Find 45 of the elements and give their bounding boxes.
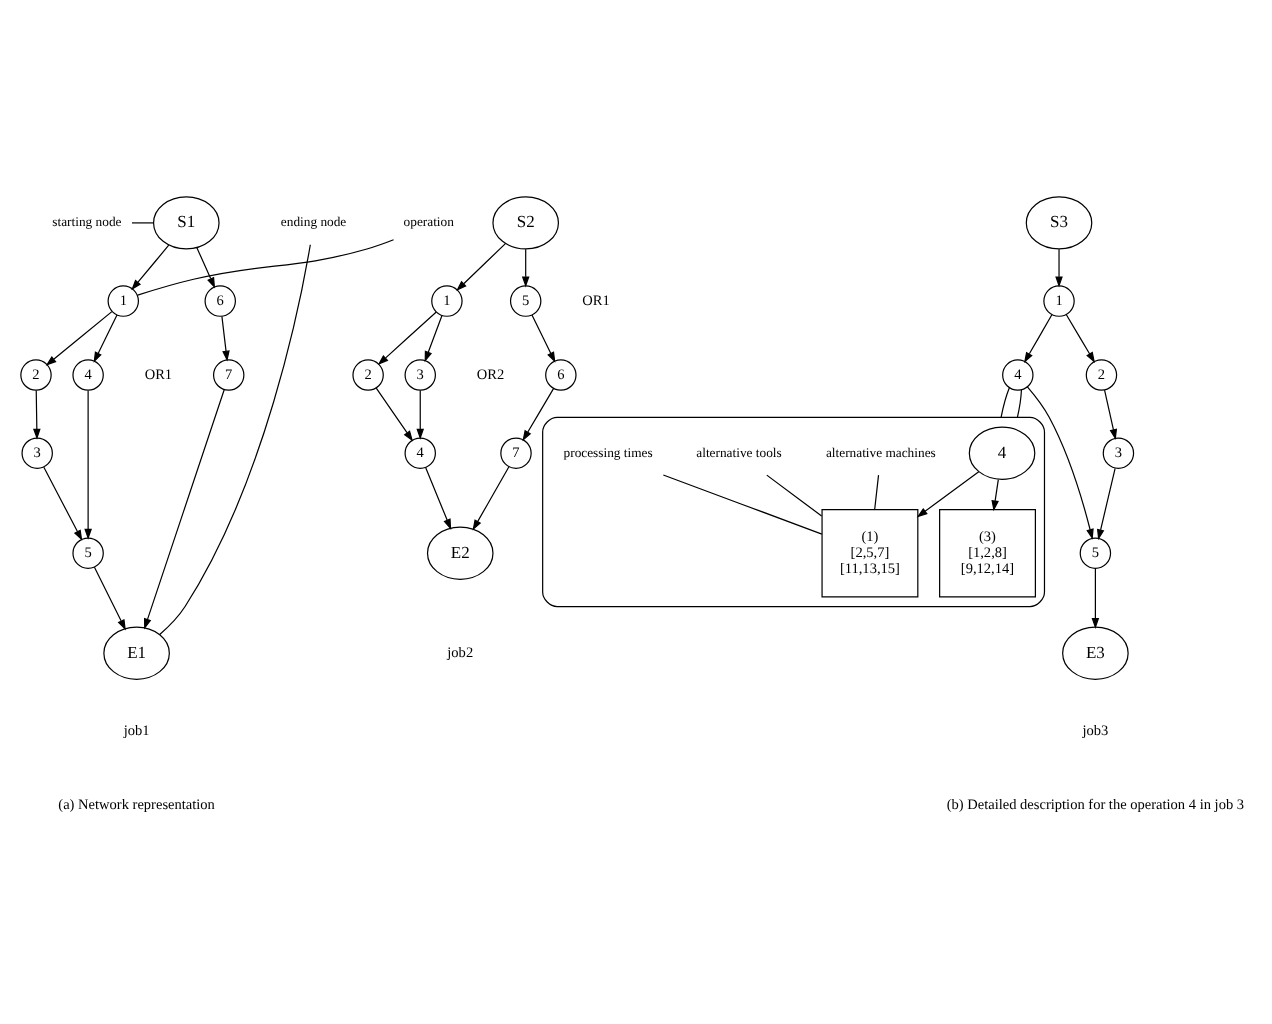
node-ellipse: E1 <box>103 626 170 680</box>
arrow <box>93 314 118 363</box>
node-ellipse: S1 <box>152 196 220 250</box>
arrow <box>93 566 126 631</box>
connector <box>137 239 395 296</box>
arrow <box>424 315 443 363</box>
cluster <box>542 416 1046 608</box>
arrow <box>143 388 225 630</box>
connector <box>131 222 154 224</box>
arrow <box>84 390 92 540</box>
connector <box>159 244 311 636</box>
arrow <box>472 466 510 531</box>
arrow <box>43 466 83 541</box>
node-ellipse: S3 <box>1025 196 1093 250</box>
arrow <box>33 389 41 440</box>
arrow <box>416 389 425 440</box>
arrow <box>531 314 556 363</box>
arrow <box>377 311 437 366</box>
arrow <box>522 387 555 442</box>
node-ellipse: S2 <box>492 196 560 250</box>
arrow <box>1024 314 1053 364</box>
arrow <box>1026 386 1094 540</box>
arrow <box>221 315 230 362</box>
arrow <box>131 244 170 291</box>
connector <box>1000 387 1010 419</box>
arrow <box>456 243 506 291</box>
arrow <box>521 248 530 288</box>
connector <box>766 474 823 517</box>
node-ellipse: E2 <box>426 526 494 580</box>
arrow <box>45 311 113 366</box>
arrow <box>1096 467 1116 541</box>
node-ellipse: 4 <box>968 426 1036 480</box>
arrow <box>425 467 452 530</box>
arrow <box>1055 248 1063 288</box>
arrow <box>916 471 980 518</box>
arrow <box>1103 389 1118 440</box>
connector <box>662 474 823 535</box>
arrow <box>1065 313 1095 363</box>
arrow <box>196 247 216 289</box>
node-ellipse: E3 <box>1062 626 1129 680</box>
arrow <box>991 478 999 512</box>
connector <box>874 474 880 510</box>
connector <box>1016 389 1023 419</box>
arrow <box>1091 567 1100 629</box>
arrow <box>375 387 414 442</box>
